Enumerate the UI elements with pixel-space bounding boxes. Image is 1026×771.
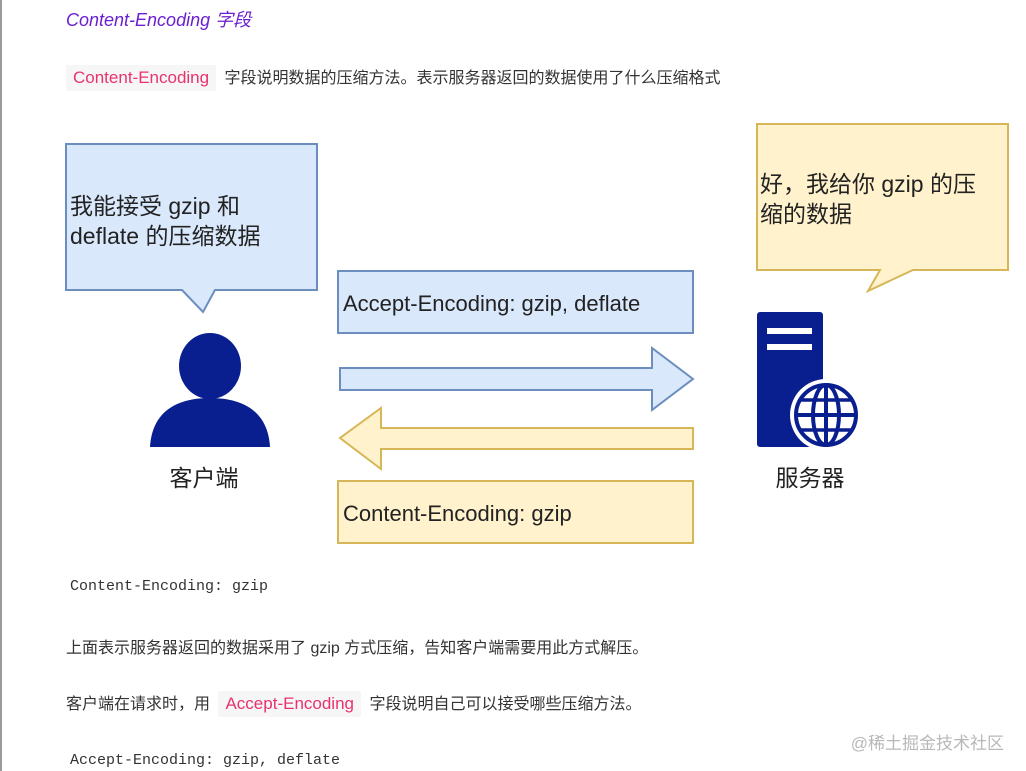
code-block-content-encoding: Content-Encoding: gzip: [70, 578, 269, 595]
left-border: [0, 0, 2, 771]
response-header-box: [337, 480, 694, 544]
client-label: 客户端: [170, 465, 239, 491]
response-explanation: 上面表示服务器返回的数据采用了 gzip 方式压缩，告知客户端需要用此方式解压。: [66, 640, 649, 657]
client-bubble-line1: 我能接受 gzip 和: [70, 193, 240, 219]
intro-text: 字段说明数据的压缩方法。表示服务器返回的数据使用了什么压缩格式: [224, 70, 721, 87]
code-block-accept-encoding: Accept-Encoding: gzip, deflate: [70, 752, 341, 769]
content-encoding-diagram: 我能接受 gzip 和 deflate 的压缩数据 好，我给你 gzip 的压 …: [65, 123, 1009, 544]
request-arrow: [339, 345, 695, 413]
client-speech-bubble: [65, 143, 318, 314]
inline-code-content-encoding: Content-Encoding: [66, 65, 217, 91]
request-explanation-before: 客户端在请求时，用: [66, 696, 211, 713]
server-bubble-line2: 缩的数据: [760, 201, 852, 227]
intro-paragraph: Content-Encoding 字段说明数据的压缩方法。表示服务器返回的数据使…: [66, 64, 721, 91]
response-arrow: [338, 406, 694, 472]
response-header-text: Content-Encoding: gzip: [343, 501, 572, 526]
server-globe-icon: [757, 312, 862, 451]
server-bubble-line1: 好，我给你 gzip 的压: [760, 171, 976, 197]
watermark: @稀土掘金技术社区: [850, 734, 1004, 753]
client-bubble-line2: deflate 的压缩数据: [70, 223, 260, 249]
section-heading: Content-Encoding 字段: [66, 10, 252, 30]
request-explanation: 客户端在请求时，用 Accept-Encoding 字段说明自己可以接受哪些压缩…: [66, 690, 641, 717]
request-header-box: [337, 270, 694, 334]
user-icon: [150, 333, 270, 447]
server-label: 服务器: [776, 465, 845, 491]
request-header-text: Accept-Encoding: gzip, deflate: [343, 291, 640, 316]
request-explanation-after: 字段说明自己可以接受哪些压缩方法。: [369, 696, 642, 713]
server-speech-bubble: [756, 123, 1009, 294]
inline-code-accept-encoding: Accept-Encoding: [218, 691, 361, 717]
